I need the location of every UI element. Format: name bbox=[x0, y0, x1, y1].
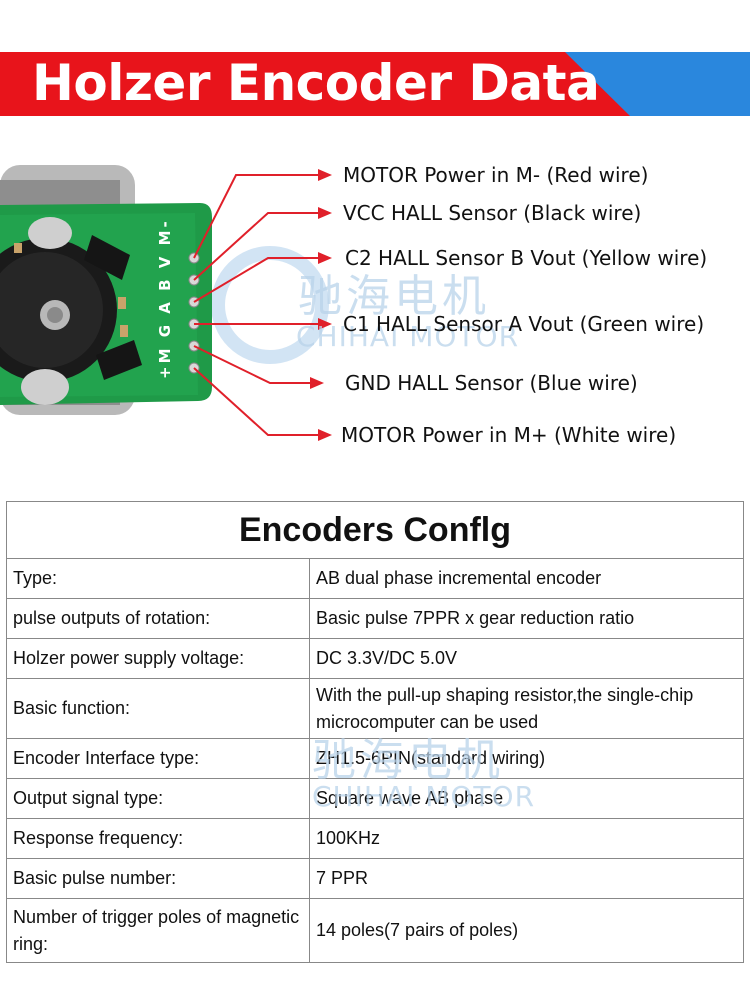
board-silkscreen: +M G A B V M- bbox=[156, 218, 174, 379]
table-row: Output signal type: Square wave AB phase bbox=[6, 778, 744, 819]
table-key: pulse outputs of rotation: bbox=[6, 598, 310, 639]
table-key: Number of trigger poles of magnetic ring… bbox=[6, 898, 310, 963]
table-row: pulse outputs of rotation: Basic pulse 7… bbox=[6, 598, 744, 639]
table-row: Type: AB dual phase incremental encoder bbox=[6, 558, 744, 599]
table-key: Basic function: bbox=[6, 678, 310, 739]
table-row: Holzer power supply voltage: DC 3.3V/DC … bbox=[6, 638, 744, 679]
table-value: 7 PPR bbox=[309, 858, 744, 899]
table-key: Holzer power supply voltage: bbox=[6, 638, 310, 679]
table-key: Type: bbox=[6, 558, 310, 599]
table-value: Square wave AB phase bbox=[309, 778, 744, 819]
title-banner: Holzer Encoder Data bbox=[0, 52, 750, 116]
encoder-illustration bbox=[0, 165, 332, 441]
table-row: Number of trigger poles of magnetic ring… bbox=[6, 898, 744, 963]
table-row: Basic function: With the pull-up shaping… bbox=[6, 678, 744, 739]
pin-label-motor-plus: MOTOR Power in M+ (White wire) bbox=[341, 423, 677, 447]
table-row: Response frequency: 100KHz bbox=[6, 818, 744, 859]
gear-watermark-icon bbox=[211, 246, 329, 364]
banner-background bbox=[0, 52, 750, 116]
encoder-diagram: +M G A B V M- 驰海电机 CHIHAI MOTOR MOTOR Po… bbox=[0, 125, 750, 485]
table-value: DC 3.3V/DC 5.0V bbox=[309, 638, 744, 679]
table-value: 14 poles(7 pairs of poles) bbox=[309, 898, 744, 963]
table-value: AB dual phase incremental encoder bbox=[309, 558, 744, 599]
table-key: Basic pulse number: bbox=[6, 858, 310, 899]
table-row: Encoder Interface type: ZH1.5-6PIN(stand… bbox=[6, 738, 744, 779]
pin-label-motor-minus: MOTOR Power in M- (Red wire) bbox=[343, 163, 649, 187]
table-value: With the pull-up shaping resistor,the si… bbox=[309, 678, 744, 739]
table-key: Encoder Interface type: bbox=[6, 738, 310, 779]
table-key: Response frequency: bbox=[6, 818, 310, 859]
table-value: 100KHz bbox=[309, 818, 744, 859]
table-row: Basic pulse number: 7 PPR bbox=[6, 858, 744, 899]
pin-label-gnd: GND HALL Sensor (Blue wire) bbox=[345, 371, 638, 395]
table-key: Output signal type: bbox=[6, 778, 310, 819]
pin-label-vcc: VCC HALL Sensor (Black wire) bbox=[343, 201, 642, 225]
table-value: ZH1.5-6PIN(standard wiring) bbox=[309, 738, 744, 779]
table-title: Encoders Conflg bbox=[6, 501, 744, 559]
pin-label-c1: C1 HALL Sensor A Vout (Green wire) bbox=[343, 312, 705, 336]
table-header-row: Encoders Conflg bbox=[6, 501, 744, 559]
encoder-config-table: Encoders Conflg Type: AB dual phase incr… bbox=[6, 501, 744, 963]
pin-label-c2: C2 HALL Sensor B Vout (Yellow wire) bbox=[345, 246, 708, 270]
table-value: Basic pulse 7PPR x gear reduction ratio bbox=[309, 598, 744, 639]
banner-title: Holzer Encoder Data bbox=[32, 54, 600, 112]
